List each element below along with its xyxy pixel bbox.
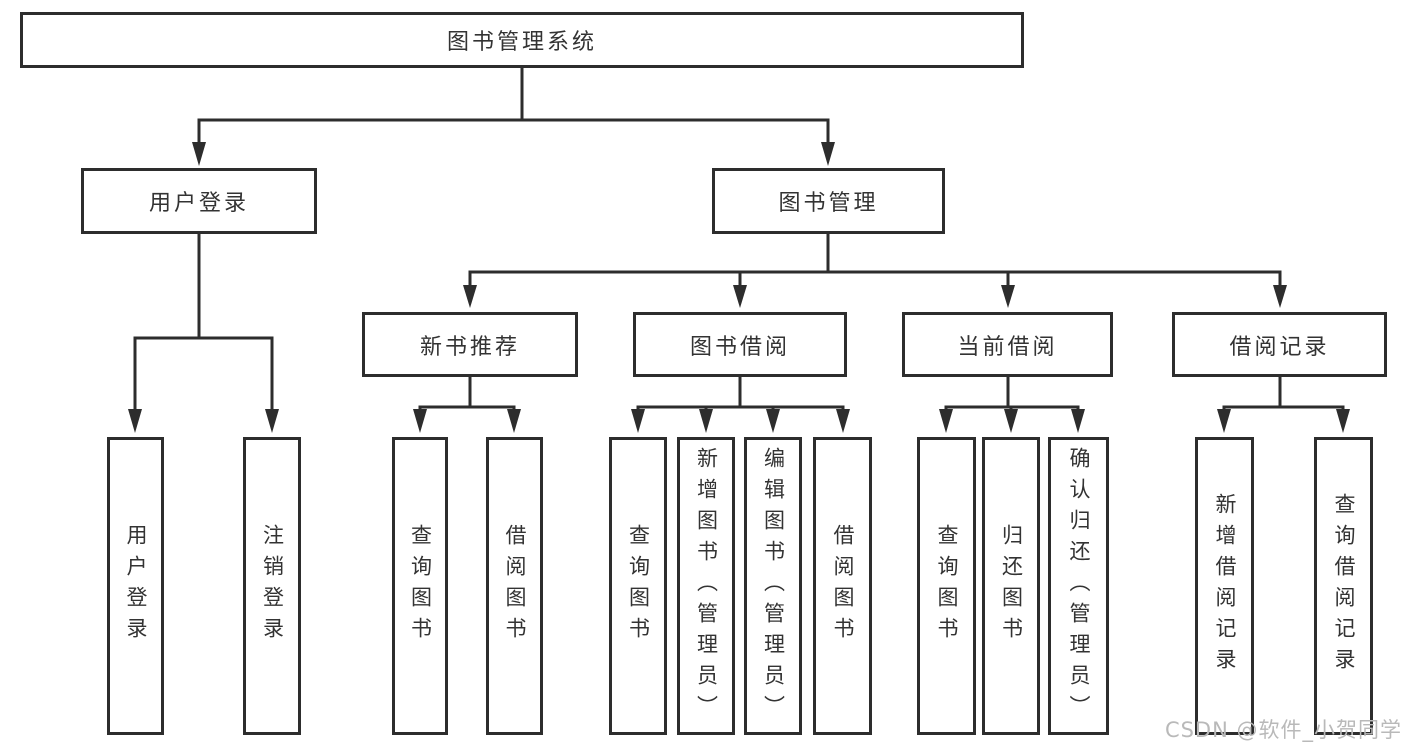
leaf-query-book-3: 查询图书 [917,437,976,735]
node-user-login: 用户登录 [81,168,317,234]
connector-current-borrow-to-leaves [939,377,1085,433]
leaf-query-book-2: 查询图书 [609,437,667,735]
leaf-confirm-return-admin: 确认归还（管理员） [1048,437,1109,735]
leaf-add-borrow-record: 新增借阅记录 [1195,437,1254,735]
leaf-query-book-1: 查询图书 [392,437,448,735]
node-book-borrow: 图书借阅 [633,312,847,377]
leaf-query-borrow-record: 查询借阅记录 [1314,437,1373,735]
leaf-borrow-book-2: 借阅图书 [813,437,872,735]
connector-user-login-to-leaves [128,234,279,433]
leaf-return-book: 归还图书 [982,437,1040,735]
leaf-user-login: 用户登录 [107,437,164,735]
connector-new-book-recommend-to-leaves [413,377,521,433]
connector-book-management-to-level3 [463,234,1287,308]
leaf-edit-book-admin: 编辑图书（管理员） [744,437,802,735]
leaf-borrow-book-1: 借阅图书 [486,437,543,735]
connector-book-borrow-to-leaves [631,377,850,433]
leaf-logout: 注销登录 [243,437,301,735]
node-library-system: 图书管理系统 [20,12,1024,68]
node-borrow-record: 借阅记录 [1172,312,1387,377]
node-book-management: 图书管理 [712,168,945,234]
connector-root-to-level2 [192,68,835,166]
connector-borrow-record-to-leaves [1217,377,1350,433]
watermark-csdn: CSDN @软件_小贺同学 [1164,718,1402,742]
leaf-add-book-admin: 新增图书（管理员） [677,437,735,735]
node-new-book-recommend: 新书推荐 [362,312,578,377]
node-current-borrow: 当前借阅 [902,312,1113,377]
